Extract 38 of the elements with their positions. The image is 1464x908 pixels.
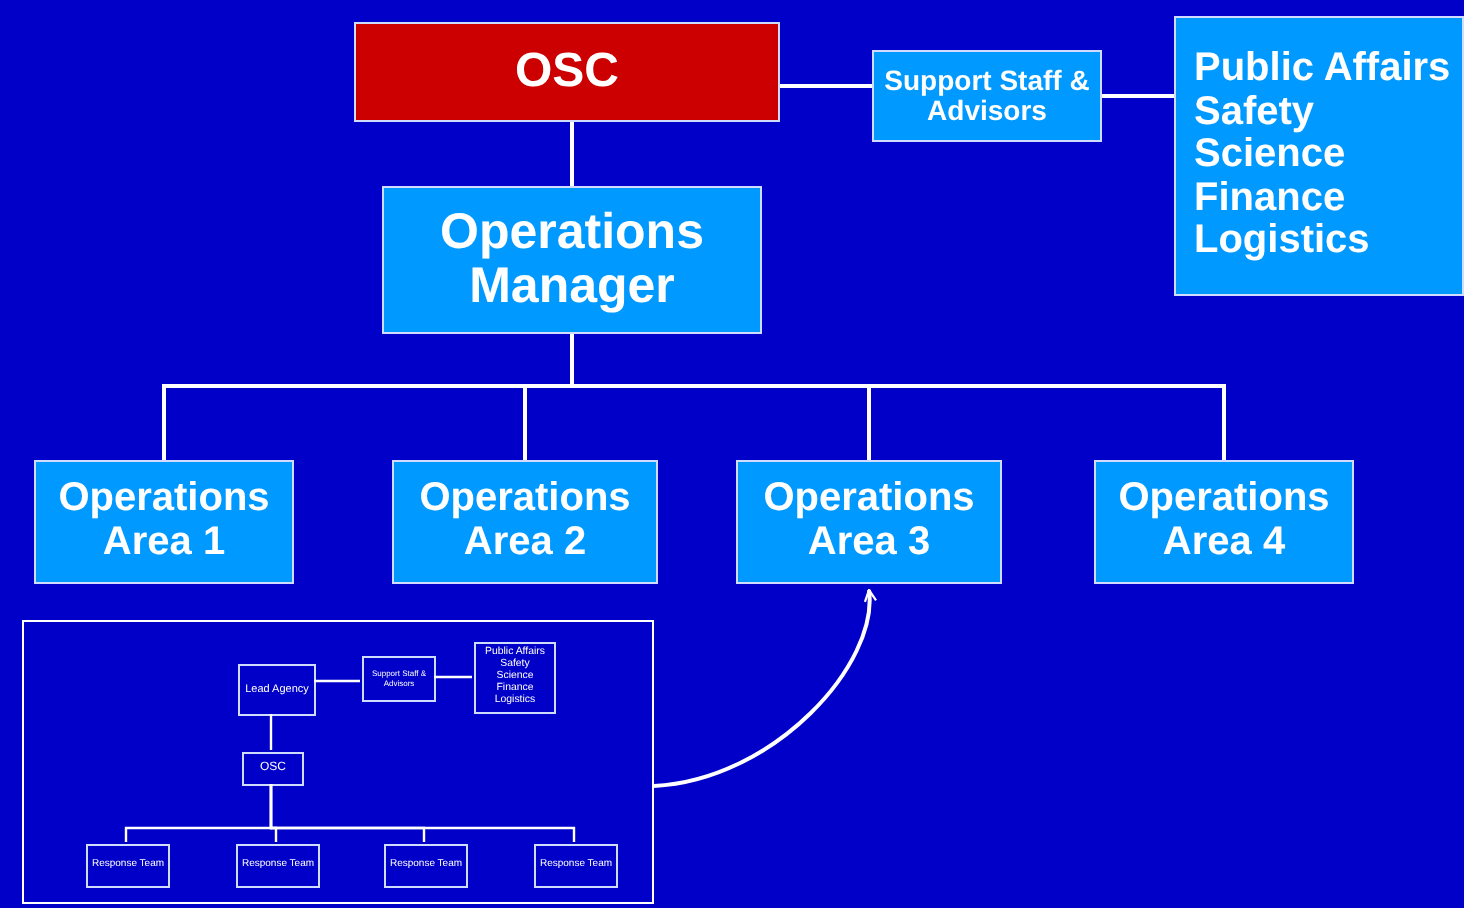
box-label: Public Affairs [1194,48,1451,92]
org-box [1094,460,1354,584]
connector-line [434,675,472,679]
box-label: Operations Area 4 [1116,478,1332,566]
arrow [653,588,876,788]
org-box [86,844,170,888]
box-label: Safety [1194,91,1315,135]
org-box [236,844,320,888]
org-box [534,844,618,888]
connector-line [570,334,1226,460]
connector-line [570,122,574,186]
inset-panel [22,620,654,904]
org-box [354,22,780,122]
box-label: Support Staff & Advisors [882,65,1092,127]
org-box [34,460,294,584]
org-box [872,50,1102,142]
org-box [736,460,1002,584]
org-box [242,752,304,786]
connector-line [269,714,273,750]
org-box [392,460,658,584]
box-label: Logistics [1194,220,1370,264]
box-label: Operations Manager [438,206,706,314]
box-label: Finance [1194,177,1346,221]
org-box [238,664,316,716]
org-box [382,186,762,334]
connector-line [780,84,872,88]
box-label: Operations Area 3 [761,478,977,566]
connector-line [1102,94,1174,98]
org-box [474,642,556,714]
connector-line [314,679,360,683]
org-box [1174,16,1464,296]
box-label: Operations Area 1 [56,478,272,566]
box-label: Science [1194,134,1346,178]
connector-line [269,784,576,842]
org-box [362,656,436,702]
box-label: OSC [514,46,619,98]
org-box [384,844,468,888]
box-label: Operations Area 2 [417,478,633,566]
